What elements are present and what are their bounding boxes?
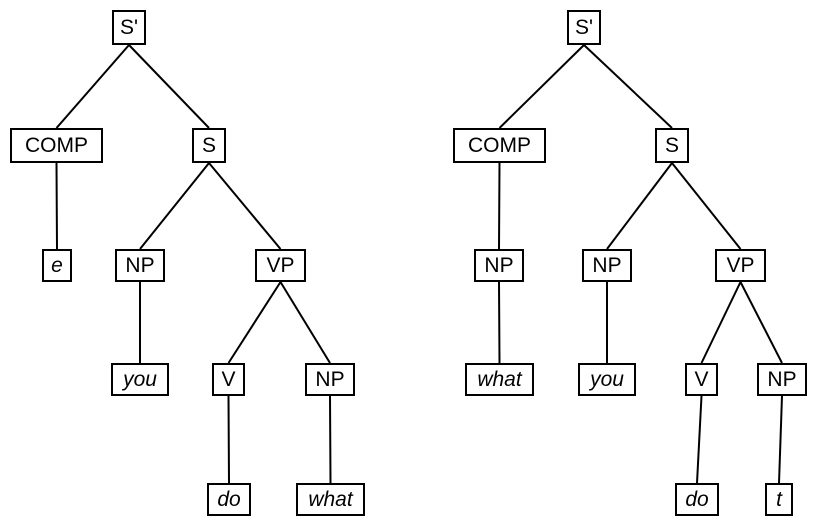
- tree-edge-L-VP-to-L-NP2: [279, 281, 331, 364]
- tree-node-r-np2: NP: [757, 363, 807, 396]
- tree-node-l-v: V: [212, 363, 245, 396]
- tree-node-r-t: t: [765, 483, 793, 516]
- tree-node-r-sbar: S': [567, 10, 601, 45]
- tree-edge-R-Sbar-to-R-COMP: [498, 44, 585, 129]
- tree-edge-R-NP2-to-R-t: [778, 395, 783, 484]
- tree-node-l-you: you: [111, 363, 169, 396]
- tree-node-r-vp: VP: [715, 249, 766, 282]
- tree-node-l-s: S: [192, 128, 226, 163]
- tree-node-l-sbar: S': [112, 10, 146, 45]
- tree-edge-L-COMP-to-L-e: [55, 162, 58, 250]
- tree-node-r-you: you: [578, 363, 636, 396]
- tree-node-l-e: e: [42, 249, 72, 282]
- tree-edge-R-S-to-R-NP1: [606, 162, 673, 250]
- tree-edge-L-V-to-L-do: [227, 395, 230, 484]
- tree-node-r-np1: NP: [582, 249, 632, 282]
- tree-edge-R-Sbar-to-R-S: [583, 44, 673, 129]
- tree-edge-R-S-to-R-VP: [671, 162, 742, 250]
- tree-edge-R-VP-to-R-V: [700, 281, 742, 364]
- tree-node-l-comp: COMP: [10, 128, 103, 163]
- tree-node-r-do: do: [675, 483, 719, 516]
- tree-edge-L-VP-to-L-V: [227, 281, 282, 364]
- tree-node-r-s: S: [655, 128, 689, 163]
- tree-node-l-np2: NP: [305, 363, 355, 396]
- tree-node-l-vp: VP: [255, 249, 306, 282]
- tree-edge-L-Sbar-to-L-COMP: [55, 44, 130, 129]
- tree-edge-R-VP-to-R-NP2: [739, 281, 783, 364]
- tree-node-r-comp: COMP: [453, 128, 546, 163]
- tree-edge-L-S-to-L-VP: [208, 162, 282, 250]
- tree-edge-L-S-to-L-NP1: [139, 162, 210, 250]
- tree-edge-R-COMP-to-R-NP0: [498, 162, 501, 250]
- tree-node-r-np0: NP: [474, 249, 524, 282]
- tree-node-l-np1: NP: [115, 249, 165, 282]
- tree-node-l-what: what: [296, 483, 365, 516]
- tree-node-r-v: V: [685, 363, 718, 396]
- tree-node-l-do: do: [207, 483, 251, 516]
- tree-edge-L-Sbar-to-L-S: [128, 44, 210, 129]
- tree-edge-L-NP2-to-L-what: [329, 395, 332, 484]
- tree-edge-R-NP0-to-R-what: [498, 281, 501, 364]
- tree-edge-R-V-to-R-do: [696, 395, 703, 484]
- tree-node-r-what: what: [465, 363, 534, 396]
